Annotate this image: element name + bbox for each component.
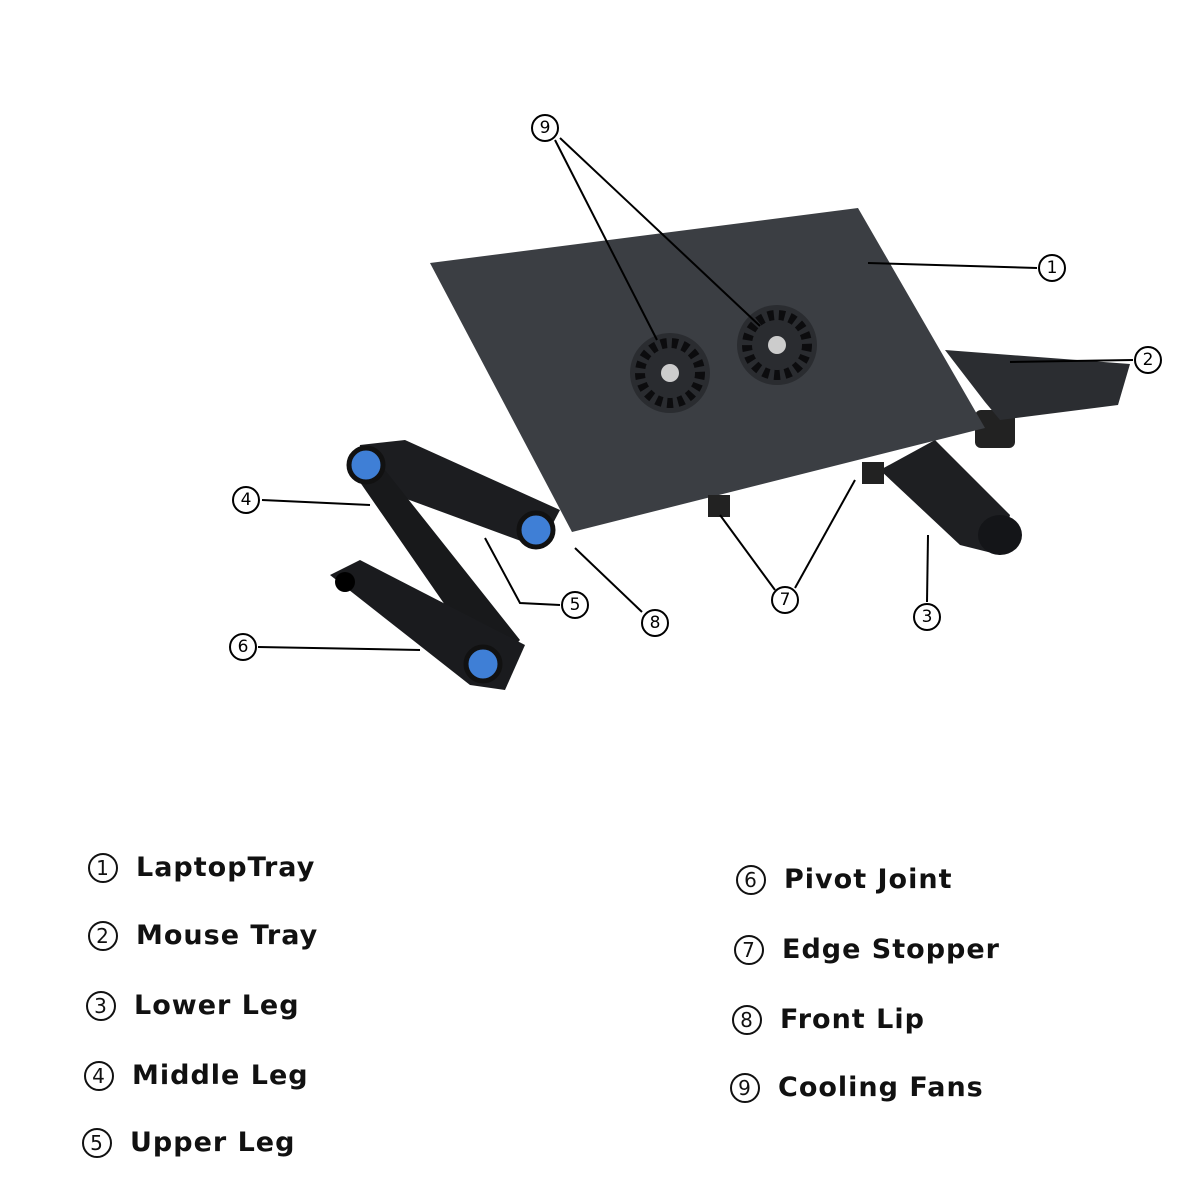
legend-item-upper-leg: 5 Upper Leg (82, 1127, 295, 1158)
legend-item-front-lip: 8 Front Lip (732, 1004, 925, 1035)
edge-stopper (708, 495, 730, 517)
callout-4: 4 (241, 490, 252, 510)
legend-num: 1 (88, 852, 118, 883)
mouse-tray (945, 350, 1130, 420)
legend-num: 3 (86, 990, 116, 1021)
callout-1: 1 (1047, 258, 1058, 278)
legend-label: Lower Leg (134, 990, 300, 1021)
legend-num: 6 (736, 864, 766, 895)
cooling-fan-left (630, 333, 710, 413)
edge-stopper (862, 462, 884, 484)
cooling-fan-right (737, 305, 817, 385)
legend-item-lower-leg: 3 Lower Leg (86, 990, 300, 1021)
legend-item-edge-stopper: 7 Edge Stopper (734, 934, 1000, 965)
legend-item-laptop-tray: 1 LaptopTray (88, 852, 315, 883)
legend-item-mouse-tray: 2 Mouse Tray (88, 920, 318, 951)
callout-8: 8 (650, 613, 661, 633)
legend-num: 7 (734, 934, 764, 965)
pivot-leg (330, 560, 525, 690)
callout-3: 3 (922, 607, 933, 627)
legend-label: Pivot Joint (784, 864, 953, 895)
legend-label: Middle Leg (132, 1060, 309, 1091)
callout-5: 5 (570, 595, 581, 615)
leader-lines (257, 137, 1134, 651)
legend-item-middle-leg: 4 Middle Leg (84, 1060, 309, 1091)
callout-6: 6 (238, 637, 249, 657)
callout-2: 2 (1143, 350, 1154, 370)
lower-leg-right (880, 410, 1022, 555)
legend-item-pivot-joint: 6 Pivot Joint (736, 864, 952, 895)
legend-item-cooling-fans: 9 Cooling Fans (730, 1072, 984, 1103)
legend-label: Mouse Tray (136, 920, 319, 951)
callout-7: 7 (780, 590, 791, 610)
legend-num: 9 (730, 1072, 760, 1103)
legend-num: 4 (84, 1060, 114, 1091)
legend-label: Cooling Fans (778, 1072, 984, 1103)
legend-num: 5 (82, 1127, 112, 1158)
legend-label: Upper Leg (130, 1127, 296, 1158)
legend-label: LaptopTray (136, 852, 316, 883)
middle-upper-leg (346, 440, 560, 670)
legend-num: 8 (732, 1004, 762, 1035)
callout-9: 9 (540, 118, 551, 138)
callout-markers (229, 114, 1162, 661)
legend-label: Edge Stopper (782, 934, 1000, 965)
legend-num: 2 (88, 920, 118, 951)
legend-label: Front Lip (780, 1004, 925, 1035)
